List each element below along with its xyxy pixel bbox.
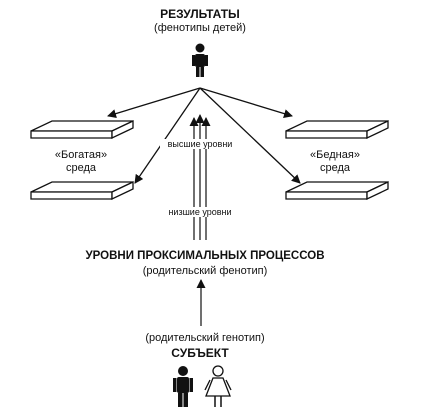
- female-figure-icon: [204, 365, 232, 407]
- rich-environment-slab-top: [30, 119, 134, 140]
- diverging-arrows: [107, 87, 301, 184]
- subject-title: СУБЪЕКТ: [171, 346, 229, 360]
- rich-environment-label-line2: среда: [65, 162, 97, 174]
- poor-environment-slab-bottom: [285, 180, 389, 201]
- lower-levels-label: низшие уровни: [160, 207, 240, 217]
- proximal-processes-subtitle: (родительский фенотип): [142, 265, 268, 277]
- results-subtitle: (фенотипы детей): [154, 22, 246, 34]
- level-arrows: [189, 114, 211, 240]
- parent-genotype-label: (родительский генотип): [145, 332, 265, 344]
- rich-environment-slab-bottom: [30, 180, 134, 201]
- upper-levels-label: высшие уровни: [160, 139, 240, 149]
- rich-environment-label-line1: «Богатая»: [54, 149, 108, 161]
- poor-environment-slab-top: [285, 119, 389, 140]
- poor-environment-label-line1: «Бедная»: [310, 149, 360, 161]
- poor-environment-label-line2: среда: [319, 162, 351, 174]
- results-title: РЕЗУЛЬТАТЫ: [160, 7, 240, 21]
- child-figure-icon: [192, 43, 208, 77]
- proximal-processes-title: УРОВНИ ПРОКСИМАЛЬНЫХ ПРОЦЕССОВ: [85, 250, 325, 262]
- male-figure-icon: [173, 366, 193, 407]
